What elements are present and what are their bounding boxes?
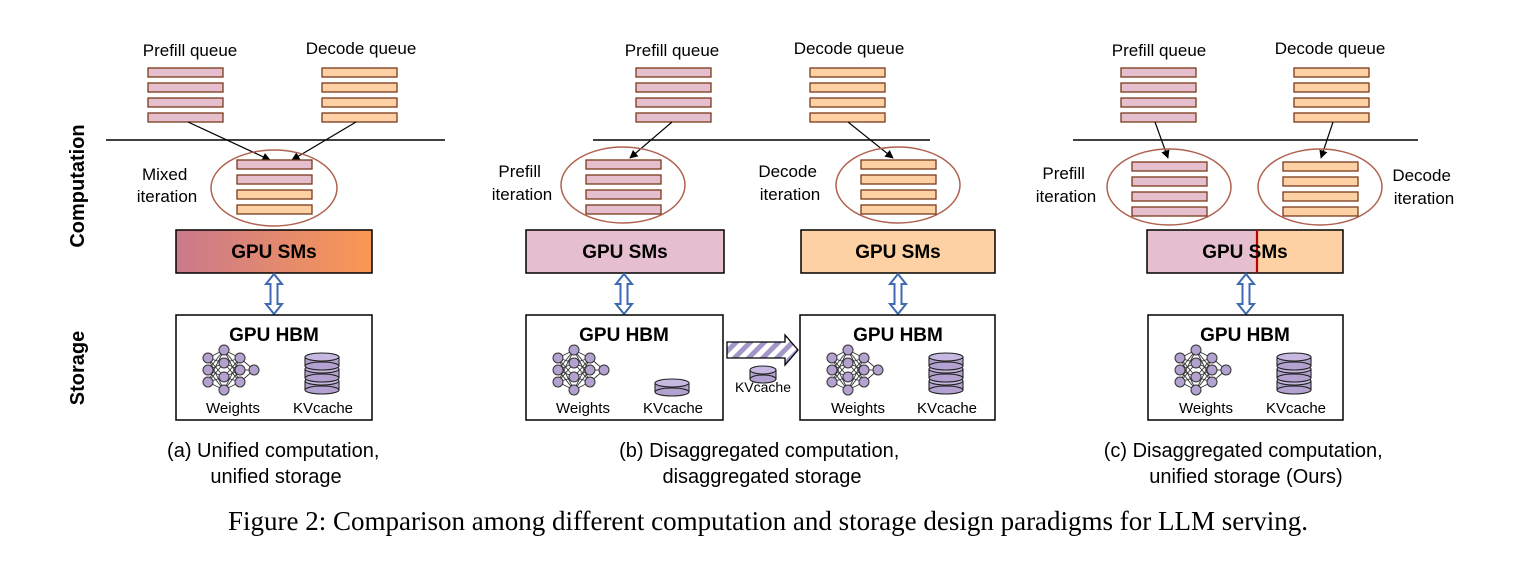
gpu-sms-box-left [525,229,725,274]
gpu-sms-box [175,229,373,274]
prefill-to-iteration-arrow [187,121,271,161]
decode-iteration-stack [860,159,937,215]
decode-queue-stack [321,67,398,123]
prefill-iteration-label: Prefill iteration [492,162,552,204]
storage-axis-label: Storage [67,331,89,405]
compute-storage-double-arrow-right [889,273,907,315]
transfer-kvcache-cylinder-icon [749,365,777,384]
kvcache-label-right: KVcache [917,400,977,417]
figure: Computation Storage Prefill queue Decode… [67,39,1455,488]
decode-to-iteration-arrow [1319,121,1334,159]
gpu-sms-label-left: GPU SMs [582,242,668,263]
decode-iteration-label: Decode iteration [758,162,821,204]
prefill-queue-label: Prefill queue [625,41,720,60]
gpu-hbm-box-left [525,314,724,421]
prefill-to-iteration-arrow [629,121,673,159]
prefill-iteration-label: Prefill iteration [1036,164,1096,206]
panel-a: Prefill queue Decode queue Mixed iterati… [106,39,445,488]
weights-network-icon [202,344,260,396]
decode-queue-label: Decode queue [306,39,417,58]
kvcache-cylinder-icon [1276,352,1312,395]
gpu-sms-box-right [800,229,996,274]
mixed-iteration-label: Mixed iteration [137,165,197,206]
gpu-sms-split-box [1146,229,1344,274]
gpu-hbm-label-right: GPU HBM [853,325,943,346]
prefill-queue-label: Prefill queue [143,41,238,60]
decode-queue-stack [1293,67,1370,123]
compute-storage-double-arrow-left [615,273,633,315]
decode-queue-label: Decode queue [1275,39,1386,58]
prefill-queue-stack [147,67,224,123]
gpu-sms-label: GPU SMs [1202,242,1288,263]
prefill-iteration-ellipse [560,146,686,224]
prefill-iteration-stack [585,159,662,215]
subcaption-a: (a) Unified computation, unified storage [167,440,385,488]
decode-iteration-ellipse [1257,148,1383,226]
weights-network-icon [1174,344,1232,396]
kvcache-cylinder-icon [928,352,964,395]
decode-iteration-ellipse [835,146,961,224]
gpu-hbm-label: GPU HBM [229,325,319,346]
figure-caption: Figure 2: Comparison among different com… [227,506,1309,536]
gpu-hbm-label-left: GPU HBM [579,325,669,346]
weights-label-right: Weights [831,400,885,417]
weights-label-left: Weights [556,400,610,417]
subcaption-c: (c) Disaggregated computation, unified s… [1104,440,1389,488]
decode-iteration-label: Decode iteration [1392,166,1455,208]
prefill-queue-stack [1120,67,1197,123]
weights-network-icon [552,344,610,396]
gpu-sms-label-right: GPU SMs [855,242,941,263]
compute-storage-double-arrow [265,273,283,315]
kvcache-label: KVcache [1266,400,1326,417]
kvcache-label-left: KVcache [643,400,703,417]
decode-iteration-stack [1282,161,1359,217]
prefill-queue-stack [635,67,712,123]
transfer-kvcache-label: KVcache [735,379,791,395]
compute-storage-double-arrow [1237,273,1255,315]
kvcache-transfer-arrow [726,333,799,367]
gpu-sms-label: GPU SMs [231,242,317,263]
computation-axis-label: Computation [67,124,89,247]
prefill-to-iteration-arrow [1154,121,1170,159]
gpu-hbm-box-right [799,314,996,421]
decode-queue-stack [809,67,886,123]
panel-c: Prefill queue Decode queue Prefill itera… [1036,39,1455,488]
weights-network-icon [826,344,884,396]
weights-label: Weights [206,400,260,417]
decode-queue-label: Decode queue [794,39,905,58]
prefill-iteration-stack [1131,161,1208,217]
prefill-iteration-ellipse [1106,148,1232,226]
subcaption-b: (b) Disaggregated computation, disaggreg… [619,440,905,488]
kvcache-label: KVcache [293,400,353,417]
kvcache-cylinder-icon [304,352,340,395]
kvcache-cylinder-icon-small [654,378,690,397]
prefill-queue-label: Prefill queue [1112,41,1207,60]
gpu-hbm-label: GPU HBM [1200,325,1290,346]
gpu-hbm-box [175,314,373,421]
weights-label: Weights [1179,400,1233,417]
iteration-ellipse [210,149,338,227]
panel-b: Prefill queue Decode queue Prefill itera… [492,39,996,488]
mixed-iteration-stack [236,159,313,215]
decode-to-iteration-arrow [847,121,894,159]
